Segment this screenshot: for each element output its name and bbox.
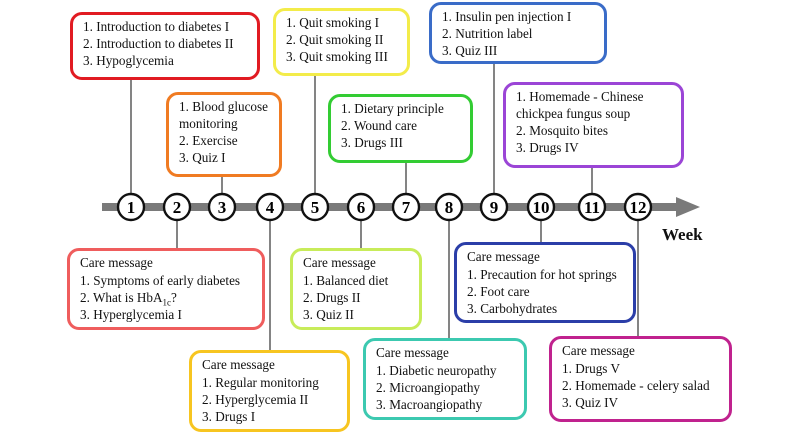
week-node-label: 8 — [445, 198, 454, 217]
week-node-label: 6 — [357, 198, 366, 217]
lesson-box-week-9: 1. Insulin pen injection I 2. Nutrition l… — [429, 2, 607, 64]
week-node-label: 7 — [402, 198, 411, 217]
week-node-circle — [577, 192, 607, 222]
box-line: 3. Quiz IV — [562, 395, 619, 410]
week-axis-label: Week — [662, 225, 703, 244]
box-line: 3. Drugs III — [341, 135, 403, 150]
box-line: 2. Wound care — [341, 118, 417, 133]
care-message-title: Care message — [202, 357, 275, 372]
week-node-label: 3 — [218, 198, 227, 217]
box-line: 2. Exercise — [179, 133, 238, 148]
week-node-circle — [391, 192, 421, 222]
week-node-circle — [207, 192, 237, 222]
week-node-12: 12 — [623, 192, 653, 222]
week-node-circle — [623, 192, 653, 222]
care-message-title: Care message — [562, 343, 635, 358]
box-line: 2. Homemade - celery salad — [562, 378, 710, 393]
box-line: 1. Insulin pen injection I — [442, 9, 572, 24]
care-message-box-week-10: Care message 1. Precaution for hot spring… — [454, 242, 636, 323]
box-line: 3. Quiz I — [179, 150, 226, 165]
week-node-circle — [300, 192, 330, 222]
week-node-label: 9 — [490, 198, 499, 217]
box-line: 3. Drugs I — [202, 409, 256, 424]
box-line: 3. Quiz II — [303, 307, 354, 322]
box-line: 2. Foot care — [467, 284, 530, 299]
box-line: 1. Quit smoking I — [286, 15, 380, 30]
week-node-7: 7 — [391, 192, 421, 222]
week-node-label: 11 — [584, 198, 600, 217]
care-message-title: Care message — [376, 345, 449, 360]
week-node-4: 4 — [255, 192, 285, 222]
box-line: 2. Mosquito bites — [516, 123, 608, 138]
box-line: 1. Precaution for hot springs — [467, 267, 617, 282]
box-line: 1. Symptoms of early diabetes — [80, 273, 241, 288]
week-node-label: 1 — [127, 198, 136, 217]
lesson-box-week-7: 1. Dietary principle 2. Wound care 3. Drug… — [328, 94, 473, 163]
box-line: 2. Nutrition label — [442, 26, 533, 41]
week-node-circle — [526, 192, 556, 222]
box-line: 2. Drugs II — [303, 290, 361, 305]
week-node-8: 8 — [434, 192, 464, 222]
box-line: 3. Macroangiopathy — [376, 397, 483, 412]
box-line: 1. Diabetic neuropathy — [376, 363, 497, 378]
box-line: 1. Dietary principle — [341, 101, 444, 116]
box-line: 1. Balanced diet — [303, 273, 389, 288]
week-node-10: 10 — [526, 192, 556, 222]
week-node-5: 5 — [300, 192, 330, 222]
box-line: 1. Drugs V — [562, 361, 621, 376]
week-node-label: 12 — [630, 198, 647, 217]
week-node-circle — [479, 192, 509, 222]
week-node-2: 2 — [162, 192, 192, 222]
box-line: 3. Carbohydrates — [467, 301, 558, 316]
box-line: 3. Quiz III — [442, 43, 498, 58]
care-message-box-week-4: Care message 1. Regular monitoring 2. Hype… — [189, 350, 350, 432]
care-message-title: Care message — [303, 255, 376, 270]
lesson-box-week-1: 1. Introduction to diabetes I 2. Introduc… — [70, 12, 260, 80]
care-message-box-week-12: Care message 1. Drugs V 2. Homemade - cele… — [549, 336, 732, 422]
box-line: 2. Introduction to diabetes II — [83, 36, 234, 51]
box-line: 3. Hyperglycemia I — [80, 307, 182, 322]
week-node-circle — [434, 192, 464, 222]
box-line: 3. Drugs IV — [516, 140, 579, 155]
week-node-circle — [162, 192, 192, 222]
box-line: 2. Quit smoking II — [286, 32, 384, 47]
box-line: 2. Microangiopathy — [376, 380, 481, 395]
week-node-3: 3 — [207, 192, 237, 222]
week-node-11: 11 — [577, 192, 607, 222]
box-line: 1. Introduction to diabetes I — [83, 19, 230, 34]
week-node-label: 5 — [311, 198, 320, 217]
lesson-box-week-5: 1. Quit smoking I 2. Quit smoking II 3. Qu… — [273, 8, 410, 76]
week-node-6: 6 — [346, 192, 376, 222]
week-node-9: 9 — [479, 192, 509, 222]
care-message-box-week-6: Care message 1. Balanced diet 2. Drugs II 3… — [290, 248, 422, 330]
box-line: 3. Hypoglycemia — [83, 53, 174, 68]
week-node-circle — [255, 192, 285, 222]
care-message-box-week-8: Care message 1. Diabetic neuropathy 2. Mic… — [363, 338, 527, 420]
box-line: 2. What is HbA1c? — [80, 290, 177, 308]
box-line: 3. Quit smoking III — [286, 49, 388, 64]
week-node-circle — [116, 192, 146, 222]
care-message-title: Care message — [80, 255, 153, 270]
box-line: 2. Hyperglycemia II — [202, 392, 309, 407]
box-line: monitoring — [179, 116, 238, 131]
lesson-box-week-11: 1. Homemade - Chinese chickpea fungus sou… — [503, 82, 684, 168]
box-line: chickpea fungus soup — [516, 106, 631, 121]
week-node-circle — [346, 192, 376, 222]
week-node-label: 10 — [533, 198, 550, 217]
axis-arrowhead — [676, 197, 700, 217]
week-node-label: 2 — [173, 198, 182, 217]
lesson-box-week-3: 1. Blood glucose monitoring 2. Exercise 3. … — [166, 92, 282, 177]
care-message-box-week-2: Care message 1. Symptoms of early diabete… — [67, 248, 265, 330]
box-line: 1. Homemade - Chinese — [516, 89, 644, 104]
box-line: 1. Blood glucose — [179, 99, 269, 114]
box-line: 1. Regular monitoring — [202, 375, 319, 390]
care-message-title: Care message — [467, 249, 540, 264]
week-node-label: 4 — [266, 198, 275, 217]
week-node-1: 1 — [116, 192, 146, 222]
